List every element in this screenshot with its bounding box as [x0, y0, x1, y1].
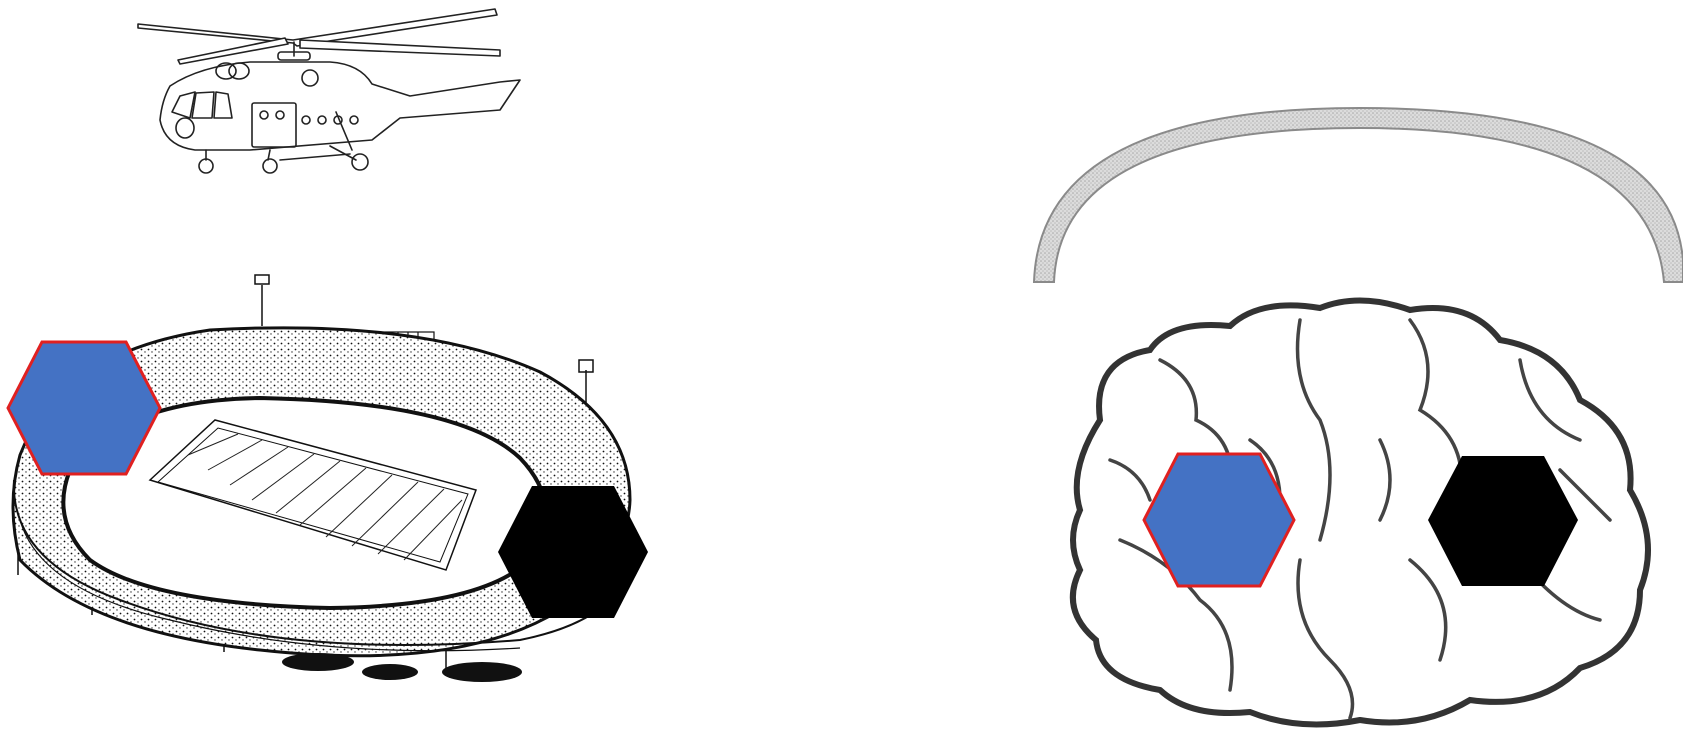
- stadium-illustration: [13, 275, 632, 682]
- blue-hexagon-left: [8, 342, 160, 474]
- helicopter-illustration: [138, 9, 520, 173]
- dotted-arch: [1034, 108, 1683, 282]
- blue-hexagon-right: [1144, 454, 1294, 586]
